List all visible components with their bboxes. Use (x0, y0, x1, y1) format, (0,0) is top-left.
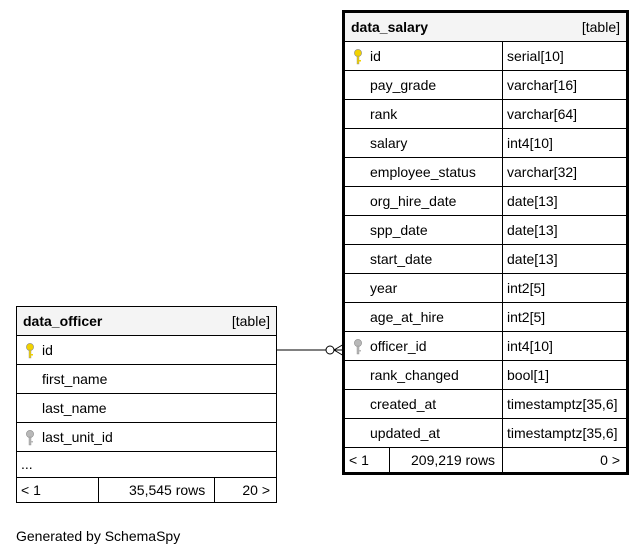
foreign-key-icon (25, 430, 35, 446)
primary-key-icon (353, 49, 363, 65)
column-name: first_name (42, 371, 108, 387)
column-name: updated_at (370, 425, 441, 441)
row-count: 209,219 rows (411, 452, 496, 468)
column-row-employee-status[interactable]: employee_status varchar[32] (345, 158, 626, 187)
parents-count[interactable]: < 1 (349, 452, 369, 468)
table-data-salary[interactable]: data_salary [table] id serial[10] pay_grad… (342, 10, 629, 475)
column-row-id[interactable]: id serial[10] (345, 42, 626, 71)
column-row-officer-id[interactable]: officer_id int4[10] (345, 332, 626, 361)
parents-count[interactable]: < 1 (21, 482, 41, 498)
column-name: org_hire_date (370, 193, 457, 209)
more-columns: ... (17, 452, 276, 478)
column-name: pay_grade (370, 77, 437, 93)
column-name: salary (370, 135, 408, 151)
table-kind: [table] (581, 19, 620, 35)
column-name: start_date (370, 251, 433, 267)
table-header: data_officer [table] (17, 307, 276, 336)
column-name: rank (370, 106, 398, 122)
column-type: varchar[64] (507, 106, 578, 122)
column-type: int4[10] (507, 135, 553, 151)
column-row-created-at[interactable]: created_at timestamptz[35,6] (345, 390, 626, 419)
column-type: date[13] (507, 193, 558, 209)
column-type: date[13] (507, 222, 558, 238)
column-row-age-at-hire[interactable]: age_at_hire int2[5] (345, 303, 626, 332)
table-footer: < 1 209,219 rows 0 > (345, 448, 626, 472)
column-type: bool[1] (507, 367, 550, 383)
column-type: date[13] (507, 251, 558, 267)
column-name: year (370, 280, 398, 296)
column-type: timestamptz[35,6] (507, 396, 618, 412)
column-name: last_name (42, 400, 107, 416)
column-name: created_at (370, 396, 437, 412)
column-type: int2[5] (507, 309, 546, 325)
column-name: officer_id (370, 338, 427, 354)
column-row-org-hire-date[interactable]: org_hire_date date[13] (345, 187, 626, 216)
column-row-start-date[interactable]: start_date date[13] (345, 245, 626, 274)
table-footer: < 1 35,545 rows 20 > (17, 478, 276, 502)
column-name: spp_date (370, 222, 428, 238)
column-name: last_unit_id (42, 429, 113, 445)
foreign-key-icon (353, 339, 363, 355)
column-row-pay-grade[interactable]: pay_grade varchar[16] (345, 71, 626, 100)
children-count[interactable]: 20 > (242, 482, 270, 498)
column-name: employee_status (370, 164, 476, 180)
column-row-salary[interactable]: salary int4[10] (345, 129, 626, 158)
row-count: 35,545 rows (129, 482, 206, 498)
column-row-last-unit-id[interactable]: last_unit_id (17, 423, 276, 452)
column-type: varchar[32] (507, 164, 578, 180)
column-type: int4[10] (507, 338, 553, 354)
table-data-officer[interactable]: data_officer [table] id first_name last_na… (16, 306, 277, 503)
column-row-year[interactable]: year int2[5] (345, 274, 626, 303)
column-row-first-name[interactable]: first_name (17, 365, 276, 394)
table-header: data_salary [table] (345, 13, 626, 42)
column-type: serial[10] (507, 48, 564, 64)
table-name: data_salary (351, 19, 429, 35)
generated-by-caption: Generated by SchemaSpy (16, 528, 181, 544)
children-count[interactable]: 0 > (600, 452, 620, 468)
column-row-spp-date[interactable]: spp_date date[13] (345, 216, 626, 245)
column-row-last-name[interactable]: last_name (17, 394, 276, 423)
column-row-id[interactable]: id (17, 336, 276, 365)
column-type: timestamptz[35,6] (507, 425, 618, 441)
column-row-rank[interactable]: rank varchar[64] (345, 100, 626, 129)
table-kind: [table] (231, 313, 270, 329)
crowfoot-optional-circle (325, 345, 335, 355)
column-type: int2[5] (507, 280, 546, 296)
column-row-updated-at[interactable]: updated_at timestamptz[35,6] (345, 419, 626, 448)
column-name: id (42, 342, 53, 358)
column-type: varchar[16] (507, 77, 578, 93)
table-name: data_officer (23, 313, 103, 329)
column-row-rank-changed[interactable]: rank_changed bool[1] (345, 361, 626, 390)
column-name: id (370, 48, 381, 64)
primary-key-icon (25, 343, 35, 359)
column-name: rank_changed (370, 367, 459, 383)
column-name: age_at_hire (370, 309, 444, 325)
